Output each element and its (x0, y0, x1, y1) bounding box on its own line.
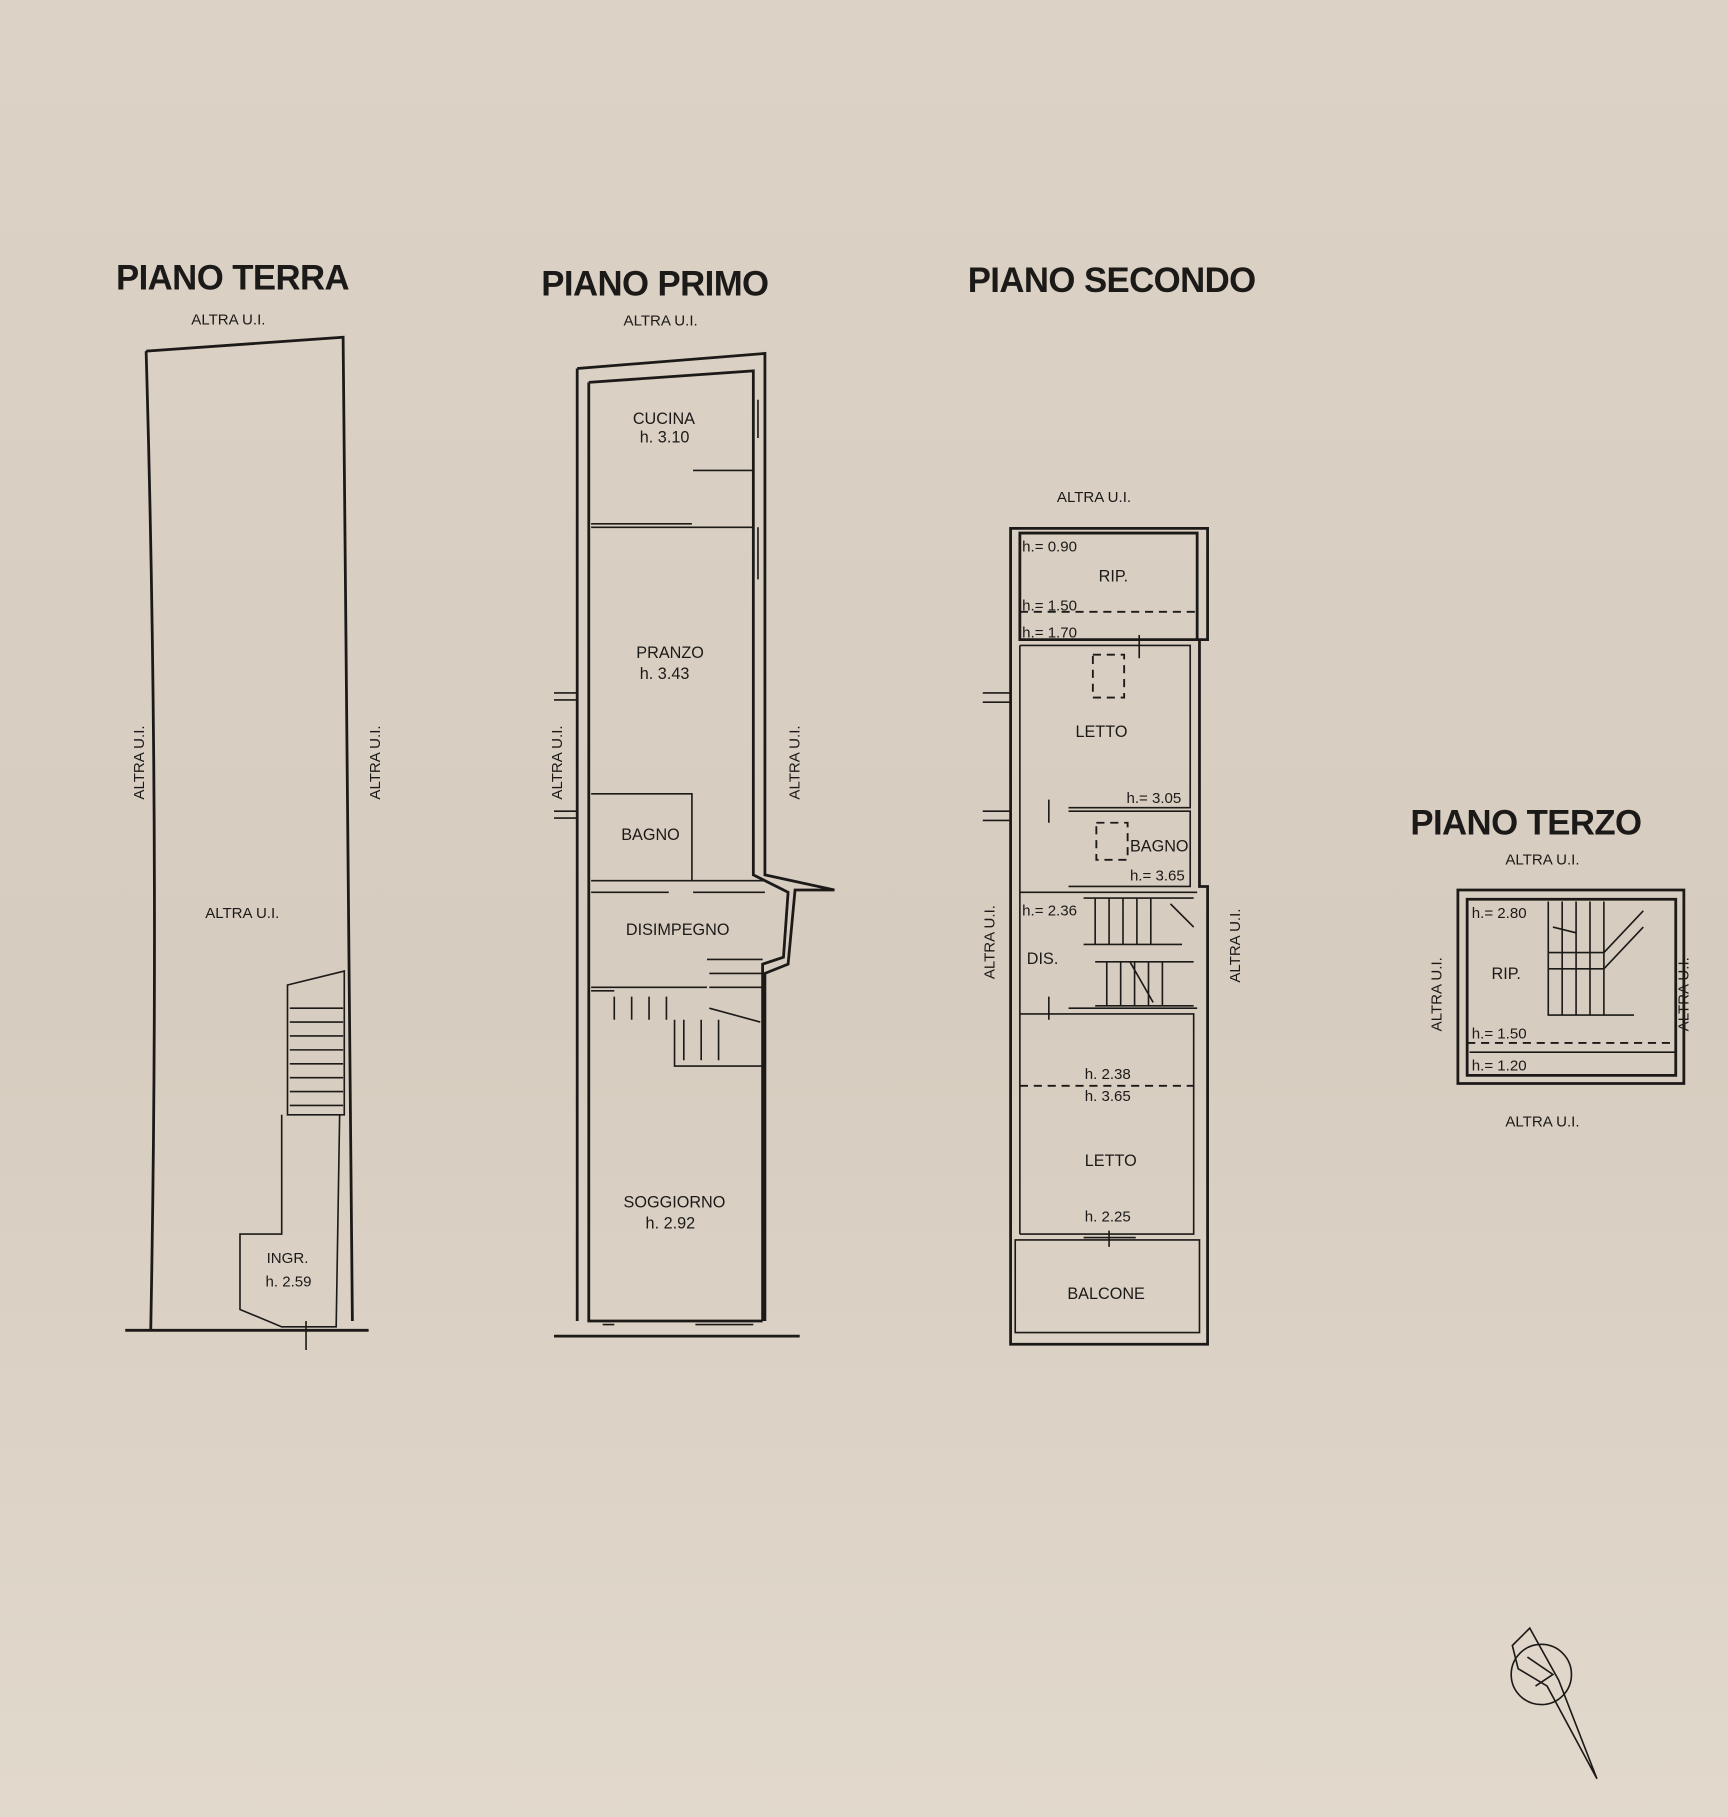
piano-primo-windows (554, 399, 759, 1326)
north-arrow-icon (1510, 1626, 1598, 1780)
room-height-ingr: h. 2.59 (265, 1273, 311, 1290)
stair-icon (1547, 901, 1644, 1016)
room-label-pranzo: PRANZO (636, 644, 704, 662)
piano-terra: PIANO TERRA ALTRA U.I. ALTRA U.I. ALTRA … (116, 260, 384, 1351)
room-label-letto: LETTO (1075, 723, 1127, 741)
piano-terzo: PIANO TERZO ALTRA U.I. ALTRA U.I. ALTRA … (1410, 804, 1692, 1130)
height-label: h. 3.65 (1085, 1088, 1131, 1105)
altra-ui-label: ALTRA U.I. (1227, 909, 1244, 983)
altra-ui-label: ALTRA U.I. (205, 905, 279, 922)
height-label: h.= 2.36 (1022, 902, 1077, 919)
room-height-pranzo: h. 3.43 (640, 665, 690, 683)
room-label-rip: RIP. (1099, 568, 1128, 586)
height-label: h. 2.38 (1085, 1066, 1131, 1083)
room-label-cucina: CUCINA (633, 410, 695, 428)
piano-secondo-title: PIANO SECONDO (968, 262, 1256, 300)
piano-terzo-walls (1456, 888, 1686, 1085)
room-label-ingr: INGR. (267, 1250, 309, 1267)
height-label: h.= 2.80 (1472, 905, 1527, 922)
piano-secondo-dashed-lines (1019, 610, 1198, 1087)
altra-ui-label: ALTRA U.I. (191, 311, 265, 328)
altra-ui-label: ALTRA U.I. (787, 725, 804, 799)
room-label-dis: DIS. (1027, 950, 1059, 968)
room-label-disimpegno: DISIMPEGNO (626, 921, 730, 939)
room-height-cucina: h. 3.10 (640, 429, 690, 447)
piano-primo-title: PIANO PRIMO (541, 265, 768, 303)
altra-ui-label: ALTRA U.I. (549, 725, 566, 799)
room-label-balcone: BALCONE (1067, 1285, 1145, 1303)
height-label: h.= 0.90 (1022, 539, 1077, 556)
room-label-bagno: BAGNO (1130, 838, 1189, 856)
room-label-rip: RIP. (1491, 965, 1520, 983)
height-label: h.= 1.70 (1022, 624, 1077, 641)
piano-secondo: PIANO SECONDO ALTRA U.I. ALTRA U.I. ALTR… (968, 262, 1256, 1346)
piano-secondo-walls (1009, 527, 1209, 1346)
piano-primo-partitions (591, 469, 765, 1067)
height-label: h. 2.25 (1085, 1208, 1131, 1225)
piano-terra-walls (125, 335, 369, 1332)
altra-ui-label: ALTRA U.I. (1505, 1113, 1579, 1130)
room-height-soggiorno: h. 2.92 (646, 1214, 696, 1232)
piano-secondo-partitions (982, 635, 1201, 1334)
stair-icon (613, 972, 763, 1061)
room-label-soggiorno: SOGGIORNO (624, 1193, 726, 1211)
height-label: h.= 3.65 (1130, 868, 1185, 885)
room-label-letto: LETTO (1085, 1152, 1137, 1170)
altra-ui-label: ALTRA U.I. (1505, 851, 1579, 868)
height-label: h.= 1.50 (1472, 1025, 1527, 1042)
altra-ui-label: ALTRA U.I. (624, 313, 698, 330)
stair-icon (1083, 897, 1195, 1007)
stair-icon (289, 1007, 344, 1107)
piano-terra-stair-outline (239, 970, 346, 1328)
piano-terra-title: PIANO TERRA (116, 260, 350, 298)
piano-primo: PIANO PRIMO ALTRA U.I. ALTRA U.I. ALTRA … (541, 265, 835, 1338)
piano-primo-walls (554, 351, 835, 1338)
height-label: h.= 3.05 (1126, 790, 1181, 807)
altra-ui-label: ALTRA U.I. (131, 725, 148, 799)
room-label-bagno: BAGNO (621, 826, 680, 844)
altra-ui-label: ALTRA U.I. (1057, 489, 1131, 506)
altra-ui-label: ALTRA U.I. (1429, 957, 1446, 1031)
piano-terzo-title: PIANO TERZO (1410, 804, 1641, 842)
altra-ui-label: ALTRA U.I. (367, 725, 384, 799)
altra-ui-label: ALTRA U.I. (981, 905, 998, 979)
height-label: h.= 1.20 (1472, 1058, 1527, 1075)
height-label: h.= 1.50 (1022, 598, 1077, 615)
